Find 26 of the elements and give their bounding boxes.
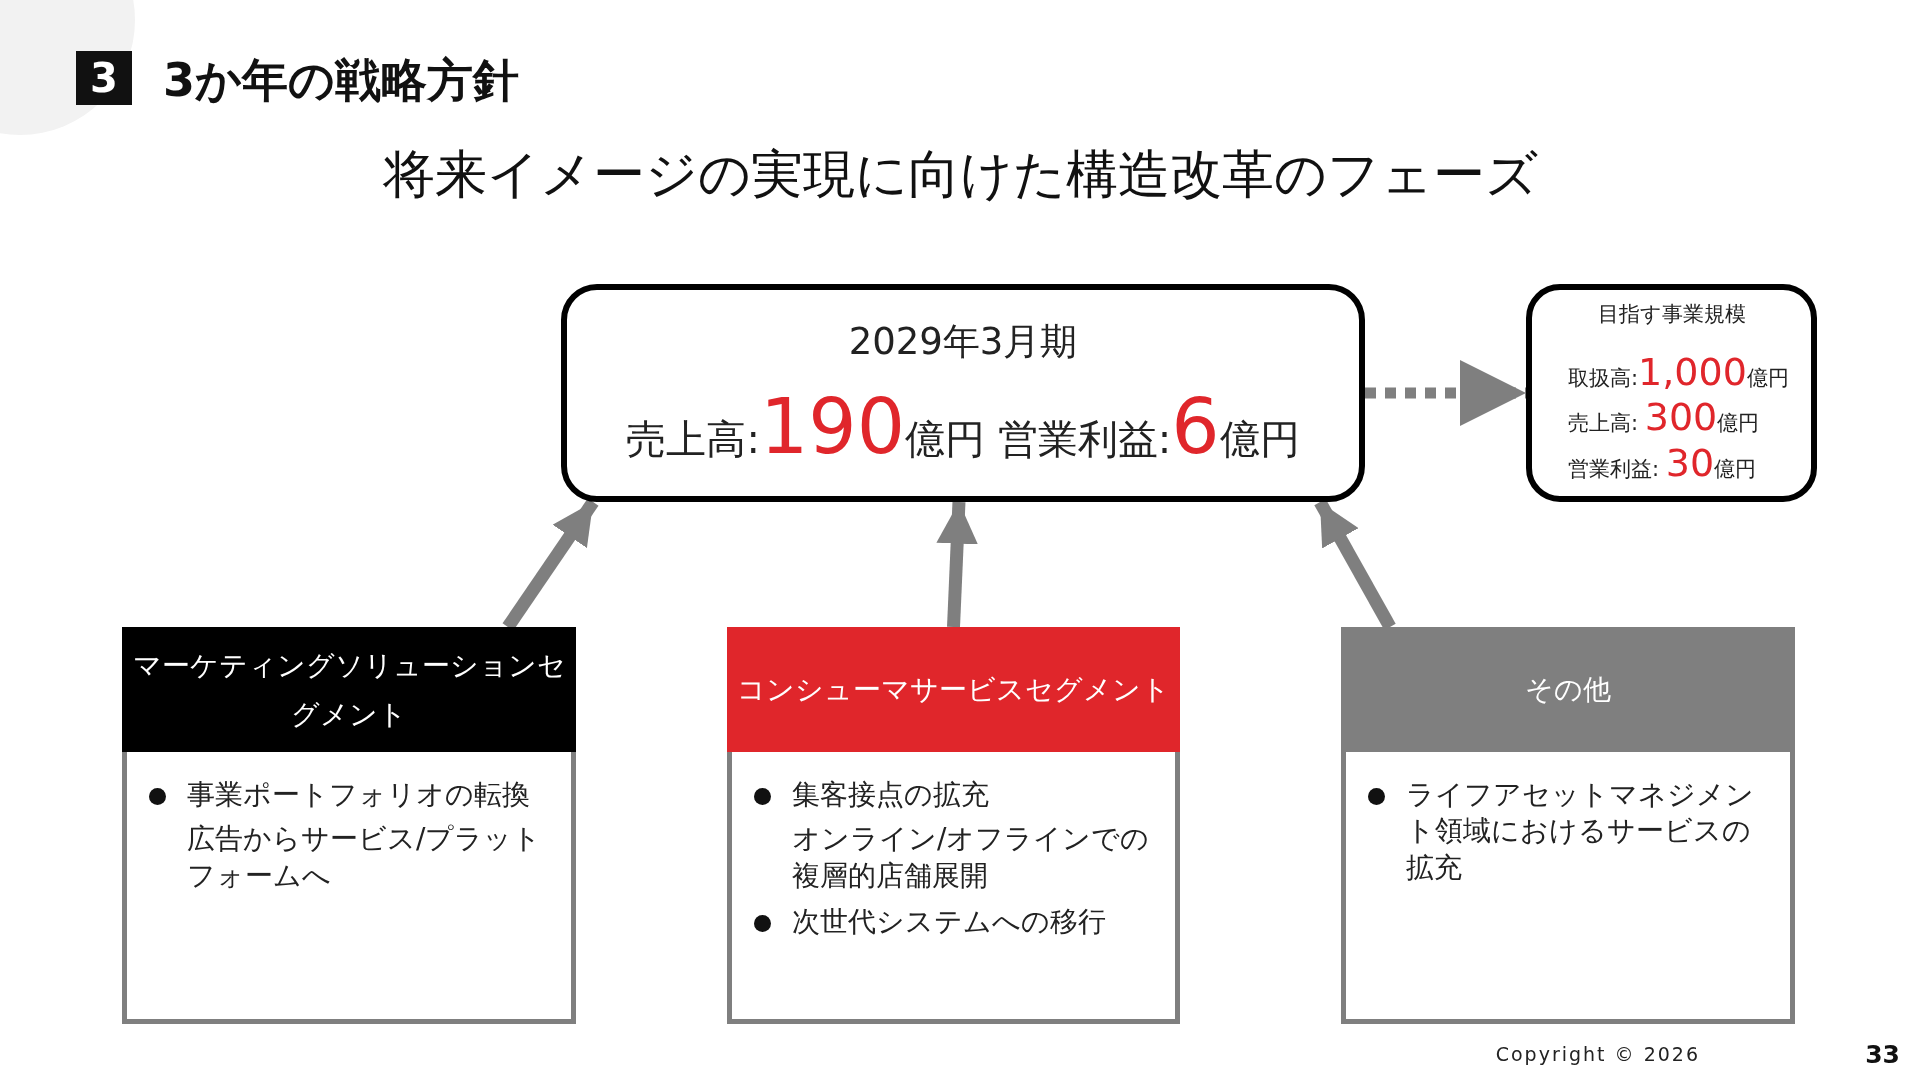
bullet-text: 次世代システムへの移行	[792, 905, 1106, 939]
bullet-text: 事業ポートフォリオの転換	[187, 778, 530, 811]
goal-box	[1526, 284, 1817, 502]
heading-text: 目指す事業規模	[1597, 300, 1746, 328]
target-box	[561, 284, 1365, 502]
copyright-text: Copyright © 2026	[1495, 1043, 1700, 1065]
value-text: 売上高:190億円 営業利益:6億円	[626, 385, 1300, 469]
value-text: 売上高: 300億円	[1567, 395, 1761, 441]
body-text: オンライン/オフラインでの複層的店舗展開	[791, 821, 1151, 894]
subtitle: 将来イメージの実現に向けた構造改革のフェーズ	[381, 143, 1539, 206]
card-header: コンシューマサービスセグメント	[727, 627, 1180, 752]
value-text: 取扱高:1,000億円	[1567, 349, 1790, 396]
body-text: 広告からサービス/プラットフォームへ	[186, 821, 543, 894]
title: 3か年の戦略方針	[163, 52, 519, 109]
arrow	[1365, 360, 1526, 426]
page-number: 33	[1865, 1040, 1900, 1069]
segment-card	[727, 627, 1180, 1024]
segment-card	[1341, 627, 1795, 1024]
arrow	[936, 501, 978, 628]
card-header: マーケティングソリューションセグメント	[122, 627, 576, 752]
bullet-text: 集客接点の拡充	[792, 778, 989, 811]
value-text: 営業利益: 30億円	[1567, 440, 1758, 487]
segment-card	[122, 627, 576, 1024]
bullet-text: ライフアセットマネジメント領域におけるサービスの拡充	[1406, 778, 1754, 884]
heading-text: 2029年3月期	[848, 319, 1078, 366]
section-number: 3	[76, 51, 132, 105]
